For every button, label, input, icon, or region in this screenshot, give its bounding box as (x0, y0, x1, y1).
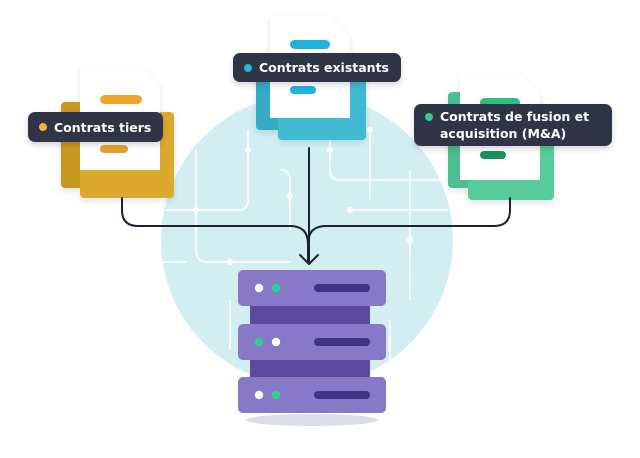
label-text: Contrats tiers (54, 119, 152, 135)
label-third-party-contracts: Contrats tiers (28, 112, 164, 142)
label-text: Contrats existants (259, 60, 389, 75)
yellow-dot-icon (39, 123, 47, 131)
blue-dot-icon (244, 63, 252, 72)
arrow-down-icon (299, 254, 319, 265)
server-stack-icon (238, 270, 386, 426)
label-ma-contracts: Contrats de fusion et acquisition (M&A) (414, 104, 612, 146)
connector-lines (121, 147, 511, 263)
label-existing-contracts: Contrats existants (233, 53, 401, 82)
document-stack-icon (256, 16, 366, 140)
green-dot-icon (425, 113, 433, 121)
label-text: Contrats de fusion et acquisition (M&A) (440, 109, 590, 141)
